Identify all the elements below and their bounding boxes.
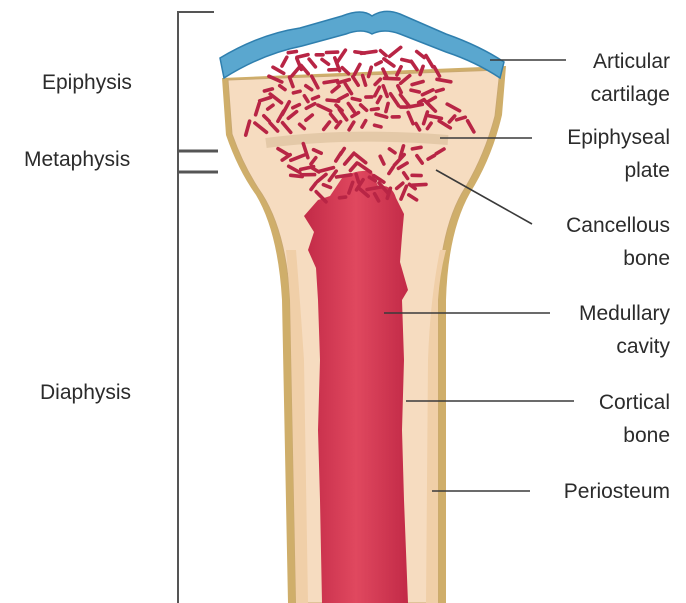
trabecula (352, 99, 360, 101)
trabecula (293, 91, 300, 93)
trabecula (390, 47, 401, 56)
trabecula (384, 59, 394, 66)
trabecula (361, 51, 376, 53)
trabecula (340, 197, 346, 198)
cancellous-bone-label-line2: bone (623, 247, 670, 270)
cortical-bone-label-line2: bone (623, 424, 670, 447)
trabecula (288, 52, 296, 53)
trabecula (313, 97, 319, 99)
trabecula (386, 103, 388, 111)
trabecula (436, 89, 443, 91)
trabecula (437, 79, 451, 82)
trabecula (457, 117, 466, 120)
metaphysis-label: Metaphysis (24, 148, 130, 171)
diaphysis-label: Diaphysis (40, 381, 131, 404)
diaphysis-bracket (178, 12, 214, 603)
trabecula (412, 184, 426, 185)
trabecula (426, 56, 433, 67)
trabecula (324, 81, 337, 83)
trabecula (282, 57, 287, 66)
cancellous-bone-label-line1: Cancellous (566, 214, 670, 237)
trabecula (297, 55, 308, 58)
trabecula (410, 104, 423, 106)
trabecula (375, 125, 382, 127)
medullary-cavity-label-line1: Medullary (579, 302, 671, 325)
trabecula (264, 89, 272, 91)
trabecula (273, 67, 284, 73)
epiphyseal-plate-label-line1: Epiphyseal (567, 126, 670, 149)
trabecula (309, 59, 315, 67)
trabecula (292, 66, 301, 76)
trabecula (384, 78, 399, 79)
trabecula (412, 147, 421, 149)
trabecula (402, 60, 411, 62)
trabecula (337, 175, 352, 177)
trabecula (322, 59, 329, 64)
trabecula (411, 61, 417, 69)
trabecula (356, 174, 359, 182)
trabecula (411, 90, 419, 92)
articular-cartilage-label-line1: Articular (593, 50, 670, 73)
epiphyseal-plate-label-line2: plate (624, 159, 670, 182)
periosteum-label: Periosteum (564, 480, 670, 503)
cortical-bone-label-line1: Cortical (599, 391, 670, 414)
trabecula (381, 51, 387, 56)
articular-cartilage-label-line2: cartilage (591, 83, 670, 106)
trabecula (417, 52, 425, 58)
trabecula (371, 109, 378, 110)
trabecula (367, 187, 381, 190)
trabecula (342, 68, 348, 74)
epiphysis-label: Epiphysis (42, 71, 132, 94)
medullary-cavity-label-line2: cavity (616, 335, 670, 358)
trabecula (376, 62, 382, 65)
